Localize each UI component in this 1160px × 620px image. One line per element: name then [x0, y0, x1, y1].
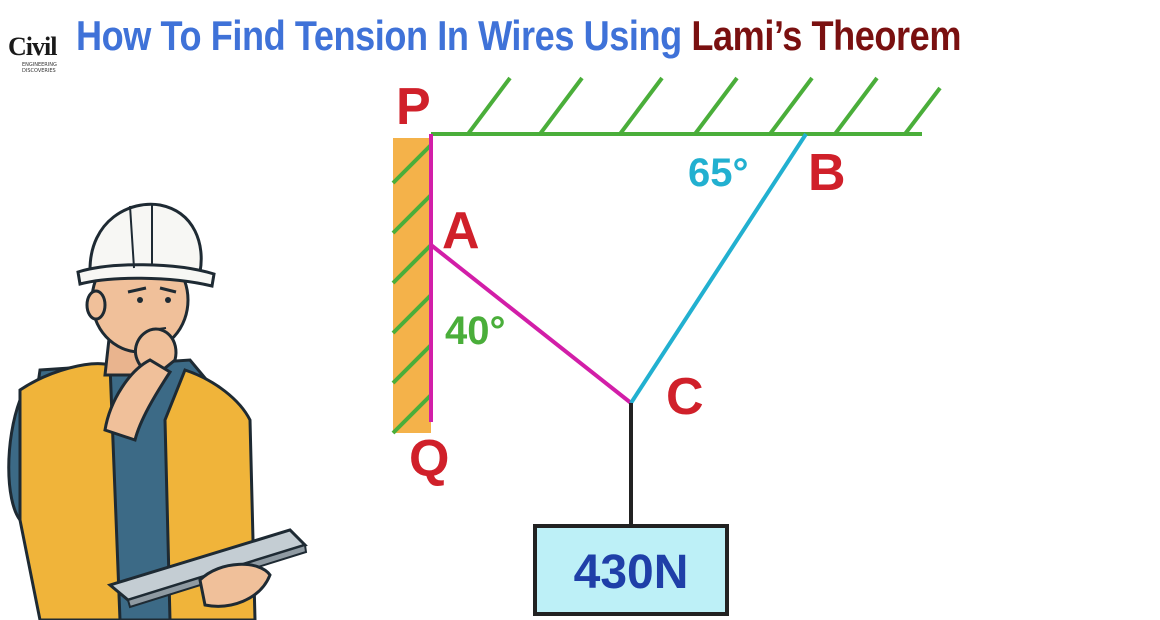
label-a: A: [442, 202, 480, 260]
wall-support: [391, 138, 433, 435]
angle-b-label: 65°: [688, 151, 749, 195]
logo-text: Civil: [8, 32, 57, 61]
title-part-red: Lami’s Theorem: [691, 12, 962, 59]
label-q: Q: [409, 430, 449, 488]
load-value: 430N: [574, 546, 689, 599]
angle-a-label: 40°: [445, 309, 506, 353]
label-c: C: [666, 368, 704, 426]
ceiling-support: [431, 76, 942, 136]
title-part-blue: How To Find Tension In Wires Using: [76, 12, 692, 59]
engineer-illustration: [7, 202, 308, 620]
wire-bc: [629, 132, 808, 405]
page-title: How To Find Tension In Wires Using Lami’…: [76, 6, 961, 66]
label-b: B: [808, 144, 846, 202]
civil-engineering-logo: Civil ENGINEERING DISCOVERIES: [8, 28, 72, 74]
label-p: P: [396, 78, 431, 136]
load-box: [533, 524, 729, 616]
wire-ac: [429, 243, 633, 405]
logo-subtitle: ENGINEERING DISCOVERIES: [22, 62, 57, 74]
